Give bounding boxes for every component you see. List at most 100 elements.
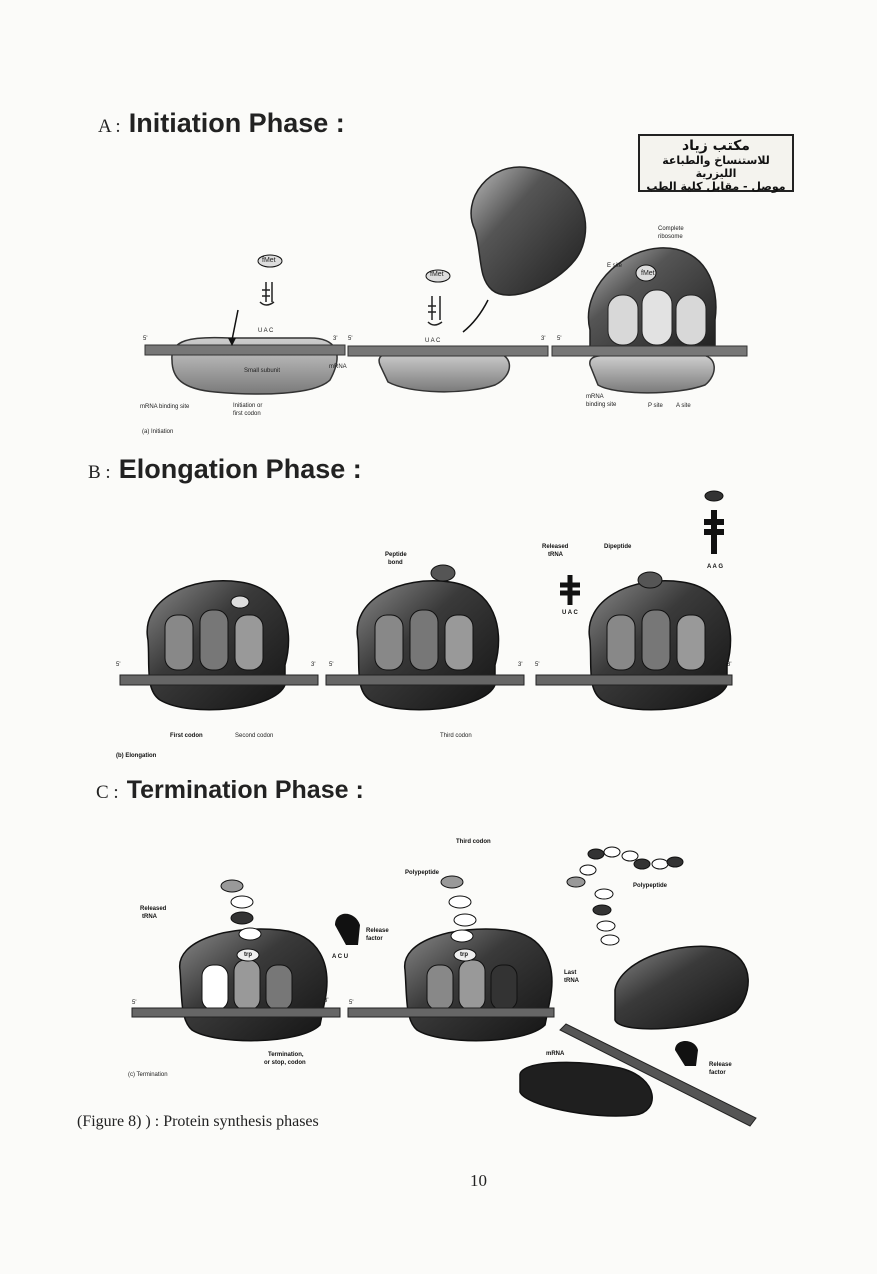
small-subunit-shape-2 — [378, 351, 511, 393]
section-c-heading: C :Termination Phase : — [96, 776, 364, 805]
ribosome-b2-site-e — [374, 614, 404, 671]
dipeptide-blob — [637, 571, 663, 589]
polypeptide-bead-c1-3 — [230, 911, 254, 925]
polypeptide-bead-c2-3 — [453, 913, 477, 927]
ribosome-c2-site-p — [458, 959, 486, 1011]
ribosome-b1-site-a — [234, 614, 264, 671]
trp-bead-c2 — [453, 948, 477, 962]
free-bead-12 — [600, 934, 620, 946]
trna-icon-2 — [427, 296, 443, 326]
five-prime-b1: 5' — [116, 662, 121, 668]
aag-label: A A G — [707, 564, 723, 570]
mrna-label: mRNA — [329, 364, 347, 370]
arrow-icon-1 — [231, 309, 239, 341]
free-bead-3 — [621, 850, 639, 862]
five-prime-a2: 5' — [348, 336, 353, 342]
free-bead-6 — [666, 856, 684, 868]
p-site-slot — [641, 289, 673, 346]
large-subunit-shape — [470, 166, 587, 296]
section-a-heading: A :Initiation Phase : — [98, 108, 345, 139]
fmet-circle-1 — [257, 254, 283, 268]
figure-caption: (Figure 8) ) : Protein synthesis phases — [77, 1113, 319, 1130]
amino-acid-b1 — [230, 595, 250, 609]
ribosome-b2-site-a — [444, 614, 474, 671]
first-codon-label: First codon — [170, 733, 203, 739]
released-trna-c-label-1: Released — [140, 906, 167, 912]
polypeptide-bead-c2-2 — [448, 895, 472, 909]
mrna-label-2: mRNA — [586, 394, 604, 400]
last-trna-label-1: Last — [564, 970, 577, 976]
e-site-slot — [607, 294, 639, 346]
free-bead-2 — [603, 846, 621, 858]
ribosome-c2-site-e — [426, 964, 454, 1011]
polypeptide-label-1: Polypeptide — [405, 870, 440, 876]
three-prime-a1: 3' — [333, 336, 338, 342]
initiation-codon-label-1: Initiation or — [233, 403, 263, 409]
initiation-figure — [144, 166, 748, 395]
release-factor-icon-2 — [675, 1041, 698, 1066]
fmet-label-3: fMet — [641, 270, 655, 277]
p-site-label: P site — [648, 403, 663, 409]
released-trna-label-1: Released — [542, 544, 569, 550]
three-prime-b1: 3' — [311, 662, 316, 668]
free-bead-4 — [633, 858, 651, 870]
free-bead-7 — [579, 864, 597, 876]
section-b-title: Elongation Phase : — [118, 454, 362, 484]
ribosome-c1-site-p — [233, 959, 261, 1011]
termination-codon-label-1: Termination, — [268, 1052, 304, 1058]
released-trna-icon — [560, 575, 580, 605]
large-subunit-free — [614, 945, 749, 1030]
release-factor-label-1: Release — [366, 928, 389, 934]
incoming-amino-acid — [704, 490, 724, 502]
ribosome-b3-site-p — [641, 609, 671, 671]
ribosome-c2-site-a — [490, 964, 518, 1011]
trp-label-1: trp — [244, 952, 252, 958]
polypeptide-label-2: Polypeptide — [633, 883, 668, 889]
complete-ribosome-label-2: ribosome — [658, 234, 683, 240]
release-factor-2-label-1: Release — [709, 1062, 732, 1068]
section-b-heading: B : Elongation Phase : — [88, 454, 362, 485]
fmet-label-2: fMet — [430, 271, 444, 278]
third-codon-label-c: Third codon — [456, 839, 491, 845]
e-site-label: E site — [607, 263, 623, 269]
mrna-strand-3 — [551, 345, 748, 357]
trna-icon-1 — [259, 282, 275, 306]
termination-panel-label: (c) Termination — [128, 1072, 168, 1078]
release-factor-2-label-2: factor — [709, 1070, 726, 1076]
mrna-binding-site-label: mRNA binding site — [140, 404, 190, 410]
mrna-strand-b2 — [325, 674, 525, 686]
trp-bead-c1 — [236, 948, 260, 962]
ribosome-b2-site-p — [409, 609, 439, 671]
mrna-strand-b1 — [119, 674, 319, 686]
termination-codon-label-2: or stop, codon — [264, 1060, 306, 1066]
ribosome-c1-site-e — [201, 964, 229, 1011]
release-factor-label-2: factor — [366, 936, 383, 942]
fmet-circle-2 — [425, 269, 451, 283]
polypeptide-bead-c1-1 — [220, 879, 244, 893]
termination-figure — [131, 846, 757, 1127]
uac-label-2: U A C — [425, 338, 441, 344]
peptide-bond-label-1: Peptide — [385, 552, 407, 558]
three-prime-b2: 3' — [518, 662, 523, 668]
section-a-title: Initiation Phase : — [128, 108, 345, 138]
stamp-line-1: مكتب زياد — [682, 138, 750, 154]
ribosome-b3-site-a — [676, 614, 706, 671]
section-b-letter: B : — [88, 462, 111, 483]
peptide-bond-label-2: bond — [388, 560, 403, 566]
third-codon-label: Third codon — [440, 733, 472, 739]
incoming-trna-icon — [704, 510, 724, 554]
mrna-strand-c1 — [131, 1007, 341, 1018]
released-trna-label-2: tRNA — [548, 552, 563, 558]
five-prime-b3: 5' — [535, 662, 540, 668]
elongation-panel-label: (b) Elongation — [116, 753, 157, 759]
fmet-label-1: fMet — [262, 257, 276, 264]
ribosome-b1-site-p — [199, 609, 229, 671]
mrna-strand-2 — [347, 345, 549, 357]
complete-ribosome-label-1: Complete — [658, 226, 684, 232]
mrna-strand-1 — [144, 344, 346, 356]
free-bead-9 — [594, 888, 614, 900]
last-trna-label-2: tRNA — [564, 978, 579, 984]
section-c-letter: C : — [96, 782, 119, 803]
arrow-icon-2 — [462, 299, 489, 333]
small-subunit-free — [519, 1061, 653, 1117]
